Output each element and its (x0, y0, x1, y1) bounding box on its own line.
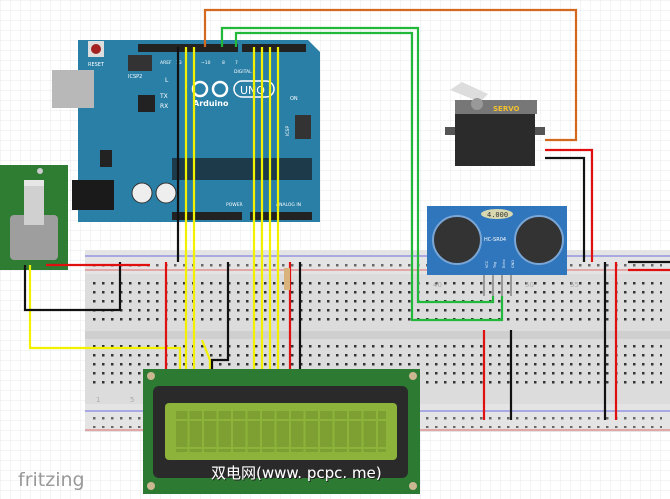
column-label: 1 (96, 396, 100, 404)
wire-green-echo[interactable] (234, 31, 504, 322)
column-label: 5 (130, 396, 134, 404)
usb-port (52, 70, 94, 108)
power-label: POWER (226, 202, 243, 208)
on-label: ON (290, 96, 298, 102)
yellow-data-wires[interactable] (28, 47, 280, 380)
sensor-model: HC-SR04 (484, 237, 506, 243)
analog-in-label: ANALOG IN (276, 202, 301, 208)
wire-pot-ground[interactable] (23, 262, 122, 312)
watermark: 双电网(www. pcpc. me) (211, 464, 382, 482)
icsp2-label: ICSP2 (128, 74, 142, 80)
potentiometer[interactable] (0, 165, 68, 270)
wire-orange[interactable] (203, 8, 578, 142)
digital-label: DIGITAL (234, 69, 252, 75)
pin-vcc-label: VCC (485, 260, 489, 268)
servo-motor[interactable]: SERVO (445, 82, 545, 166)
lcd-16x2[interactable] (143, 369, 420, 494)
wires (23, 8, 670, 420)
sensor-display: 4.000 (487, 211, 508, 219)
power-jack (72, 180, 114, 210)
wire-servo-power[interactable] (545, 148, 594, 262)
pin-gnd-label: GND (511, 260, 515, 268)
uno-label: UNO (240, 84, 265, 97)
servo-label: SERVO (493, 105, 520, 113)
arduino-uno[interactable]: RESET ICSP2 AREF 13 ~10 8 7 DIGITAL L TX… (52, 40, 320, 222)
column-label: 40 (433, 281, 442, 289)
wire-servo-ground[interactable] (545, 156, 586, 262)
pin-7-label: 7 (235, 60, 238, 66)
resistor[interactable] (284, 268, 290, 290)
aref-label: AREF (160, 60, 172, 66)
digital-header-left (138, 44, 238, 52)
reset-label: RESET (88, 62, 105, 68)
ultrasonic-sensor[interactable]: 4.000 HC-SR04 VCC Trig Echo GND (427, 206, 567, 296)
digital-header-right (242, 44, 306, 52)
column-label: 55 (570, 281, 579, 289)
wire-green-trig[interactable] (220, 26, 495, 304)
tx-label: TX (159, 93, 168, 100)
icsp-label: ICSP (285, 126, 291, 136)
pin-10-label: ~10 (201, 60, 211, 66)
pin-echo-label: Echo (502, 260, 506, 269)
arduino-logo-text: Arduino (193, 99, 229, 108)
pin-8-label: 8 (222, 60, 225, 66)
column-label: 50 (525, 281, 534, 289)
pin-trig-label: Trig (493, 262, 497, 269)
rx-label: RX (160, 103, 168, 110)
l-led-label: L (165, 77, 169, 84)
fritzing-logo: fritzing (18, 469, 85, 491)
